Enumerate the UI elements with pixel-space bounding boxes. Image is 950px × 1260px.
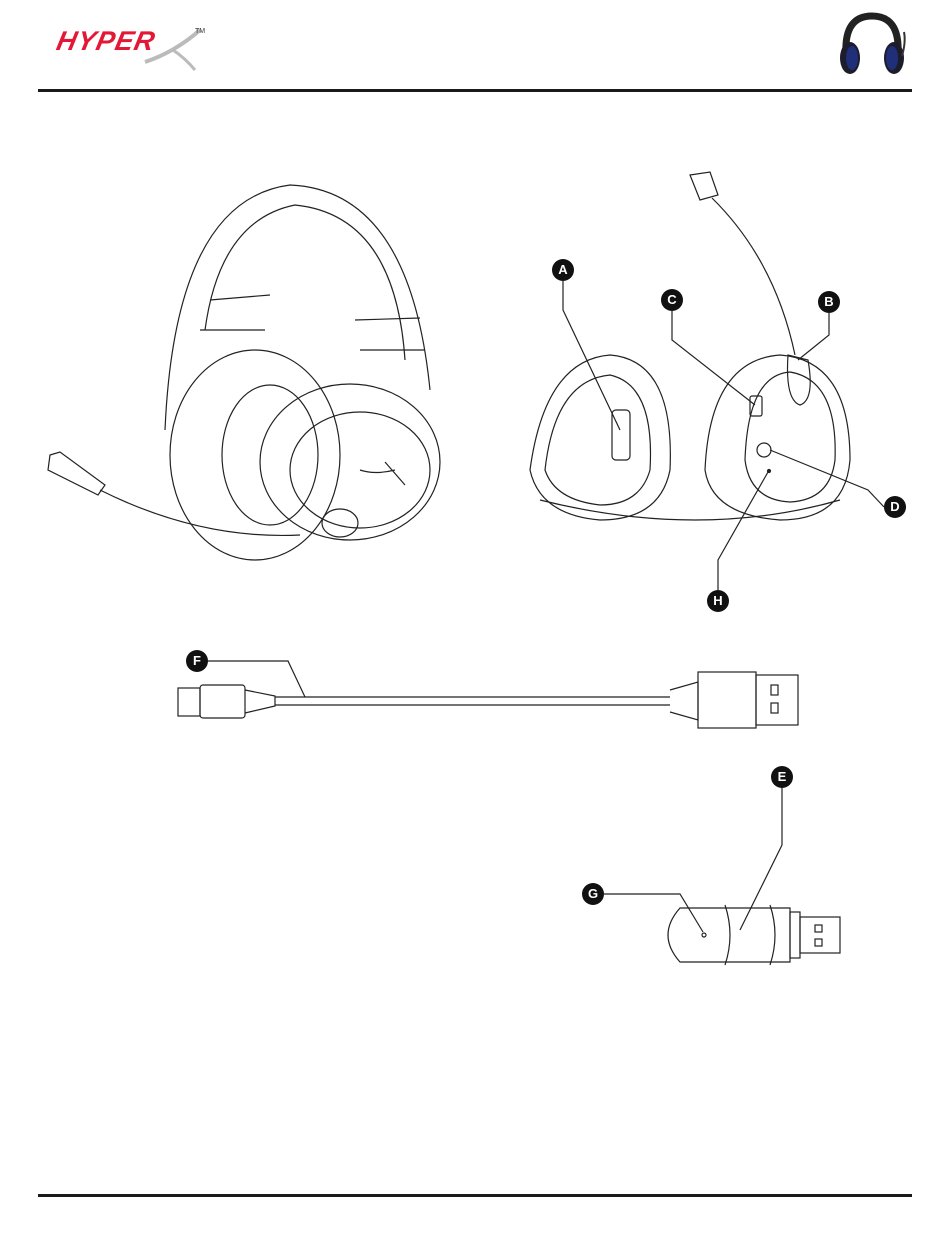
callout-leaders xyxy=(208,281,885,933)
callout-f: F xyxy=(186,650,208,672)
callout-e: E xyxy=(771,766,793,788)
headset-side-view xyxy=(529,171,851,521)
x-swoosh-icon xyxy=(144,28,202,71)
callout-a: A xyxy=(552,259,574,281)
callout-g: G xyxy=(582,883,604,905)
callout-d: D xyxy=(884,496,906,518)
headset-thumbnail-icon xyxy=(840,12,906,74)
headset-front-view xyxy=(47,184,441,561)
usb-cable xyxy=(177,671,799,729)
hyperx-logo: HYPER TM xyxy=(54,22,215,72)
callout-h: H xyxy=(707,590,729,612)
usb-dongle xyxy=(667,904,841,966)
callout-b: B xyxy=(818,291,840,313)
callout-c: C xyxy=(661,289,683,311)
footer-divider xyxy=(38,1194,912,1197)
header-divider xyxy=(38,89,912,92)
trademark: TM xyxy=(195,28,206,35)
